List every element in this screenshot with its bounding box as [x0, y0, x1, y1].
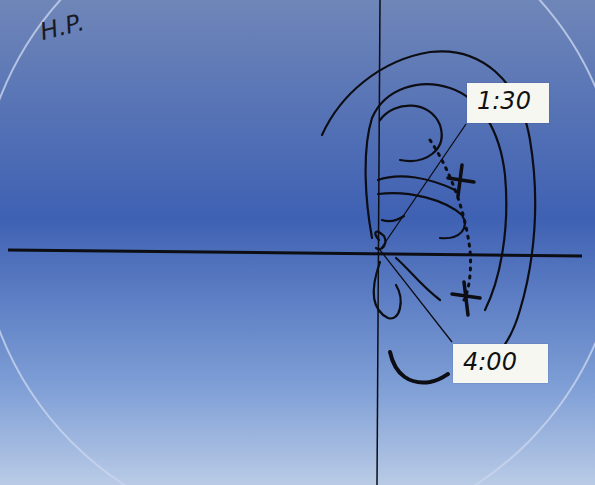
tape-label: 4:00 — [453, 344, 548, 383]
leader-line — [380, 250, 452, 342]
tape-label: 1:30 — [467, 83, 549, 123]
leader-line — [380, 124, 466, 250]
handwritten-note: H.P. — [37, 8, 87, 46]
horizontal-axis — [8, 250, 582, 256]
clock-position: 1:30 — [477, 87, 539, 116]
clock-position: 4:00 — [463, 348, 538, 377]
dotted-line — [430, 140, 471, 300]
cross-mark — [448, 165, 480, 315]
